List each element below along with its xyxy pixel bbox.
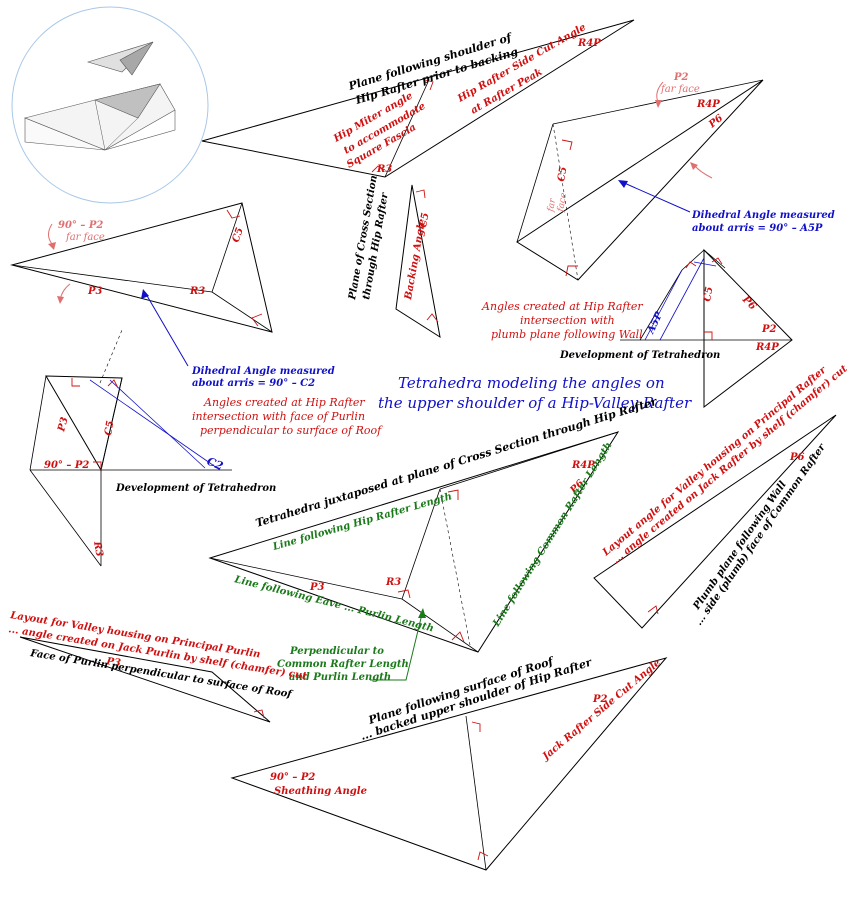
shoulder-plane-tetrahedron: Plane following shoulder of Hip Rafter p…	[201, 19, 635, 178]
dihedral-a5p-label-1: Dihedral Angle measured	[691, 210, 835, 221]
development-right-label: Development of Tetrahedron	[559, 350, 720, 361]
r4p-jux-label: R4P	[571, 460, 595, 471]
line-hip-label: Line following Hip Rafter Length	[271, 491, 453, 553]
title-line-2: the upper shoulder of a Hip-Valley Rafte…	[378, 394, 692, 412]
hip-wall-label-3: plumb plane following Wall	[491, 328, 643, 341]
hip-wall-label-1: Angles created at Hip Rafter	[481, 300, 643, 313]
right-upper-tetrahedron: P2 far face R4P P6 C5 far face Dihedral …	[516, 72, 835, 281]
hip-wall-annotation: Angles created at Hip Rafter intersectio…	[481, 300, 643, 341]
p2-far-label-2: far face	[660, 84, 700, 95]
juxtaposed-tetrahedra: Tetrahedra juxtaposed at plane of Cross …	[208, 395, 659, 683]
hip-purlin-label-3: perpendicular to surface of Roof	[200, 424, 383, 437]
r3-left-label: R3	[189, 286, 205, 297]
inset-3d-view	[11, 6, 209, 204]
diagram-title: Tetrahedra modeling the angles on the up…	[378, 374, 692, 412]
dihedral-a5p-label-2: about arris = 90° – A5P	[692, 223, 823, 234]
face-label: face	[556, 192, 569, 214]
r4p-dev-label: R4P	[755, 342, 779, 353]
p3-left-label: P3	[87, 286, 103, 297]
development-left-label: Development of Tetrahedron	[115, 483, 276, 494]
hip-purlin-annotation: Angles created at Hip Rafter intersectio…	[192, 396, 383, 437]
dihedral-c2-label-2: about arris = 90° – C2	[192, 378, 315, 389]
backing-angle-label: Backing Angle	[403, 218, 428, 301]
p6-dev-label: P6	[739, 294, 758, 313]
p90-p2-far-label: 90° – P2	[58, 220, 103, 231]
c5-dev-right-label: C5	[702, 286, 715, 303]
p3-purlin-label: P3	[105, 656, 122, 669]
c5-upper-label: C5	[556, 166, 569, 183]
c2-label: C2	[205, 455, 225, 473]
p90-p2-dev-label: 90° – P2	[44, 460, 89, 471]
purlin-triangle: Layout for Valley housing on Principal P…	[8, 610, 308, 723]
r4p-label: R4P	[577, 38, 601, 49]
c5-dev-left-label: C5	[103, 420, 116, 437]
p2-roof-label: P2	[592, 694, 608, 705]
r3-dev-label: R3	[91, 540, 105, 558]
hip-wall-label-2: intersection with	[520, 314, 615, 327]
p3-jux-label: P3	[309, 582, 325, 593]
c5-left-label: C5	[230, 226, 245, 244]
far-label: far	[546, 197, 558, 213]
perp-label-1: Perpendicular to	[289, 646, 384, 657]
sheathing-label: Sheathing Angle	[274, 786, 367, 797]
right-development: C5 P6 P2 R4P A5P Development of Tetrahed…	[559, 248, 793, 409]
p90-p2-roof-label: 90° – P2	[270, 772, 315, 783]
dihedral-c2-label-1: Dihedral Angle measured	[191, 366, 335, 377]
plumb-wall-label-1: Plumb plane following Wall	[691, 479, 789, 612]
p2-far-label-1: P2	[673, 72, 689, 83]
title-line-1: Tetrahedra modeling the angles on	[398, 374, 665, 392]
hip-purlin-label-1: Angles created at Hip Rafter	[203, 396, 365, 409]
line-common-label: Line following Common Rafter Length	[491, 440, 615, 629]
a5p-label: A5P	[645, 310, 665, 336]
p6-plumb-label: P6	[789, 452, 805, 463]
cross-section-triangle: Plane of Cross Section through Hip Rafte…	[347, 174, 441, 339]
perp-label-2: Common Rafter Length	[277, 659, 409, 670]
p2-dev-label: P2	[761, 324, 777, 335]
p3-dev-label: P3	[56, 416, 71, 434]
r4p-right-label: R4P	[696, 99, 720, 110]
hip-purlin-label-2: intersection with face of Purlin	[192, 410, 365, 423]
far-face-label: far face	[65, 232, 105, 243]
r3-label: R3	[376, 164, 392, 175]
r3-jux-label: R3	[385, 577, 401, 588]
c5-middle-label: C5	[418, 212, 431, 229]
line-eave-label: Line following Eave ... Purlin Length	[232, 574, 435, 635]
perp-label-3: and Purlin Length	[289, 672, 391, 683]
roof-plane-tetrahedron: Plane following surface of Roof ... back…	[230, 654, 668, 871]
left-development: P3 C5 90° – P2 R3 C2 Development of Tetr…	[29, 329, 276, 567]
left-tetrahedron: 90° – P2 far face C5 P3 R3 Dihedral Angl…	[10, 202, 335, 389]
